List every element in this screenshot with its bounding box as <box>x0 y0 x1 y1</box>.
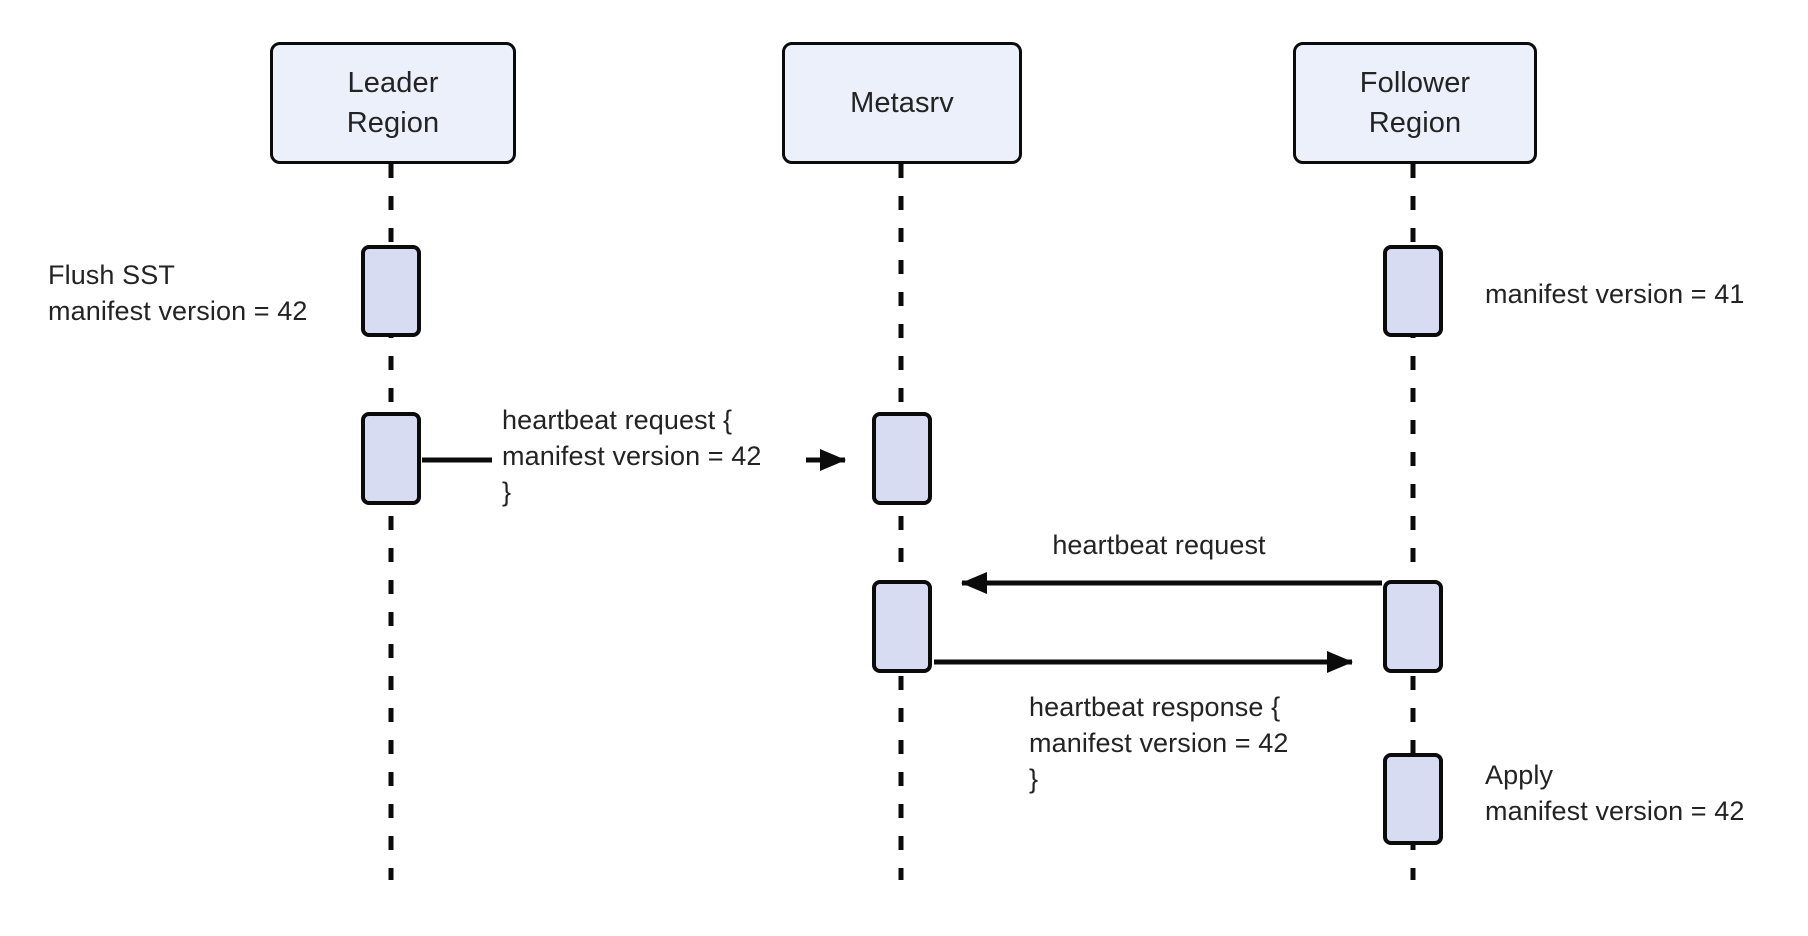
note-apply: Apply manifest version = 42 <box>1485 760 1745 826</box>
note-follower-manifest-version: manifest version = 41 <box>1485 279 1745 309</box>
activation-leader-heartbeat <box>361 412 421 505</box>
message-label-follower-heartbeat-request: heartbeat request <box>1052 530 1266 560</box>
participant-label: Follower Region <box>1359 66 1471 139</box>
participant-follower-region[interactable]: Follower Region <box>1293 42 1537 164</box>
participant-metasrv[interactable]: Metasrv <box>782 42 1022 164</box>
activation-follower-heartbeat <box>1383 580 1443 673</box>
activation-metasrv-follower-exchange <box>872 580 932 673</box>
message-label-metasrv-heartbeat-response: heartbeat response { manifest version = … <box>1029 692 1289 794</box>
activation-metasrv-receive-leader-heartbeat <box>872 412 932 505</box>
activation-follower-apply <box>1383 753 1443 845</box>
note-flush-sst: Flush SST manifest version = 42 <box>48 260 308 326</box>
participant-leader-region[interactable]: Leader Region <box>270 42 516 164</box>
participant-label: Metasrv <box>850 86 954 119</box>
message-label-leader-heartbeat-request: heartbeat request { manifest version = 4… <box>502 405 762 507</box>
activation-follower-initial <box>1383 245 1443 337</box>
activation-leader-flush <box>361 245 421 337</box>
participant-label: Leader Region <box>346 66 440 139</box>
